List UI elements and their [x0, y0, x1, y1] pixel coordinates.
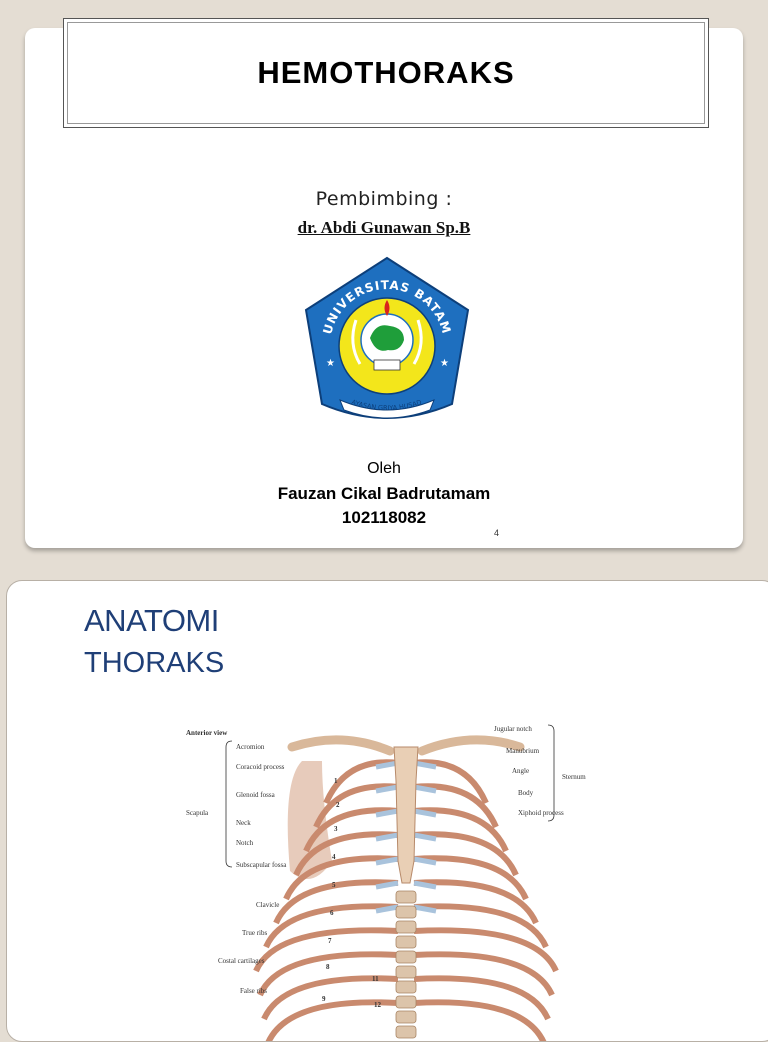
rib-number: 9 — [322, 995, 326, 1003]
sternum-shape — [393, 746, 419, 884]
label-coracoid: Coracoid process — [236, 763, 285, 771]
rib-number: 1 — [334, 777, 338, 785]
title-box: HEMOTHORAKS — [63, 18, 709, 128]
label-sternum: Sternum — [562, 773, 586, 781]
rib-left — [293, 831, 399, 877]
supervisor-name: dr. Abdi Gunawan Sp.B — [297, 218, 471, 237]
rib-number: 2 — [336, 801, 340, 809]
costal-cartilage — [413, 880, 437, 890]
costal-cartilage — [413, 856, 437, 866]
rib-right — [413, 951, 555, 997]
label-subscapular: Subscapular fossa — [236, 861, 287, 869]
rib-left — [273, 879, 399, 925]
costal-cartilage — [375, 808, 399, 818]
svg-text:★: ★ — [326, 358, 335, 369]
rib-right — [413, 879, 539, 925]
rib-left — [253, 927, 399, 973]
figure-caption: Anterior view — [186, 729, 228, 737]
costal-cartilage — [413, 760, 437, 770]
student-id: 102118082 — [341, 508, 427, 527]
svg-text:★: ★ — [440, 358, 449, 369]
university-logo: UNIVERSITAS BATAM YAYASAN GRIYA HUSADA ★… — [300, 254, 470, 419]
label-body: Body — [518, 789, 534, 797]
author-name: Fauzan Cikal Badrutamam — [277, 484, 491, 503]
vertebra — [395, 995, 417, 1009]
costal-cartilage — [413, 808, 437, 818]
rib-cage-drawing — [253, 735, 559, 1041]
rib-right — [413, 903, 549, 949]
label-glenoid: Glenoid fossa — [236, 791, 276, 799]
label-acromion: Acromion — [236, 743, 265, 751]
rib-right — [413, 927, 559, 973]
anatomy-slide: ANATOMI THORAKS Anterior view Acromion C… — [6, 580, 768, 1042]
page-number: 4 — [494, 528, 500, 538]
label-angle: Angle — [512, 767, 529, 775]
vertebra — [395, 1025, 417, 1039]
rib-left — [303, 807, 399, 853]
rib-left — [257, 951, 399, 997]
label-true-ribs: True ribs — [242, 929, 267, 937]
scapula-shape — [287, 761, 332, 879]
label-jugular-notch: Jugular notch — [494, 725, 532, 733]
costal-cartilage — [413, 784, 437, 794]
vertebra — [395, 965, 417, 979]
vertebra — [395, 920, 417, 934]
slide-title: HEMOTHORAKS — [257, 55, 515, 90]
rib-left — [261, 975, 399, 1021]
slide-heading: ANATOMI — [84, 603, 219, 638]
costal-cartilage — [375, 784, 399, 794]
label-costal-cartilages: Costal cartilages — [218, 957, 265, 965]
rib-right — [413, 855, 529, 901]
thorax-illustration: Anterior view Acromion Coracoid process … — [186, 724, 586, 1041]
title-slide: HEMOTHORAKS Pembimbing : dr. Abdi Gunawa… — [25, 18, 743, 548]
clavicle-right — [417, 735, 525, 756]
costal-cartilage — [375, 904, 399, 914]
rib-right — [413, 783, 499, 829]
label-scapula: Scapula — [186, 809, 209, 817]
rib-right — [413, 807, 509, 853]
supervisor-label: Pembimbing : — [315, 188, 453, 210]
rib-number: 3 — [334, 825, 338, 833]
by-label: Oleh — [367, 460, 401, 477]
label-notch: Notch — [236, 839, 254, 847]
costal-cartilage — [413, 832, 437, 842]
slide-subheading: THORAKS — [84, 647, 225, 679]
costal-cartilage — [375, 760, 399, 770]
rib-number: 5 — [332, 881, 336, 889]
rib-left — [263, 903, 399, 949]
vertebra — [395, 890, 417, 904]
rib-right — [413, 831, 519, 877]
rib-right — [413, 999, 547, 1041]
rib-number: 6 — [330, 909, 334, 917]
label-clavicle: Clavicle — [256, 901, 279, 909]
rib-number: 12 — [374, 1001, 382, 1009]
label-xiphoid: Xiphoid process — [518, 809, 564, 817]
rib-left — [313, 783, 399, 829]
costal-cartilage — [413, 904, 437, 914]
costal-cartilage — [375, 856, 399, 866]
rib-left — [283, 855, 399, 901]
label-false-ribs: False ribs — [240, 987, 267, 995]
vertebra — [395, 1010, 417, 1024]
clavicle-left — [287, 735, 395, 756]
costal-cartilage — [375, 880, 399, 890]
rib-number: 8 — [326, 963, 330, 971]
vertebra — [395, 950, 417, 964]
vertebra — [395, 935, 417, 949]
costal-cartilage — [375, 832, 399, 842]
vertebra — [395, 980, 417, 994]
rib-number: 11 — [372, 975, 379, 983]
rib-number: 7 — [328, 937, 332, 945]
rib-number: 4 — [332, 853, 336, 861]
rib-right — [413, 975, 551, 1021]
vertebra — [395, 905, 417, 919]
label-manubrium: Manubrium — [506, 747, 540, 755]
label-neck: Neck — [236, 819, 251, 827]
